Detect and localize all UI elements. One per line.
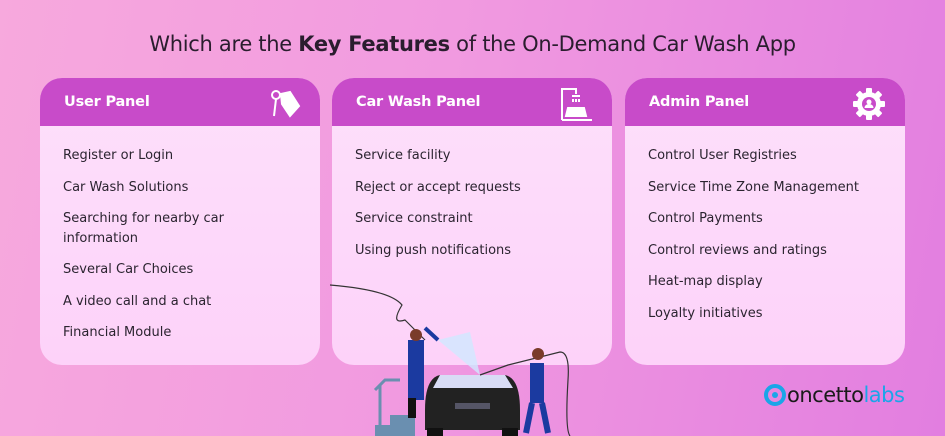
panel-title: User Panel	[64, 94, 150, 110]
car-wash-panel-card: Car Wash Panel Service facility Reject o…	[332, 78, 612, 365]
panel-title: Car Wash Panel	[356, 94, 481, 110]
admin-gear-icon	[853, 88, 885, 120]
list-item: Control User Registries	[648, 148, 797, 163]
list-item: Control reviews and ratings	[648, 242, 827, 258]
list-item: Searching for nearby car information	[63, 211, 224, 246]
list-item: Several Car Choices	[63, 262, 194, 277]
list-item: Financial Module	[63, 325, 172, 340]
car-wash-icon	[561, 88, 592, 121]
list-item: Car Wash Solutions	[63, 179, 189, 195]
list-item: Service Time Zone Management	[648, 179, 859, 195]
user-panel-card: User Panel Register or Login Car Wash So…	[40, 78, 320, 365]
list-item: Service facility	[355, 148, 451, 163]
key-tag-icon	[271, 90, 301, 118]
list-item: Loyalty initiatives	[648, 305, 763, 321]
list-item: Service constraint	[355, 211, 473, 226]
panel-title: Admin Panel	[649, 94, 750, 110]
logo-mark-icon	[764, 384, 786, 406]
list-item: Register or Login	[63, 148, 174, 163]
list-item: Reject or accept requests	[355, 179, 521, 195]
page-title: Which are the Key Features of the On-Dem…	[149, 32, 796, 56]
list-item: Heat-map display	[648, 274, 763, 289]
list-item: A video call and a chat	[63, 293, 212, 309]
admin-panel-card: Admin Panel Control User Registries Serv…	[625, 78, 905, 365]
list-item: Control Payments	[648, 211, 763, 226]
list-item: Using push notifications	[355, 242, 512, 258]
car-wash-illustration	[330, 284, 571, 436]
